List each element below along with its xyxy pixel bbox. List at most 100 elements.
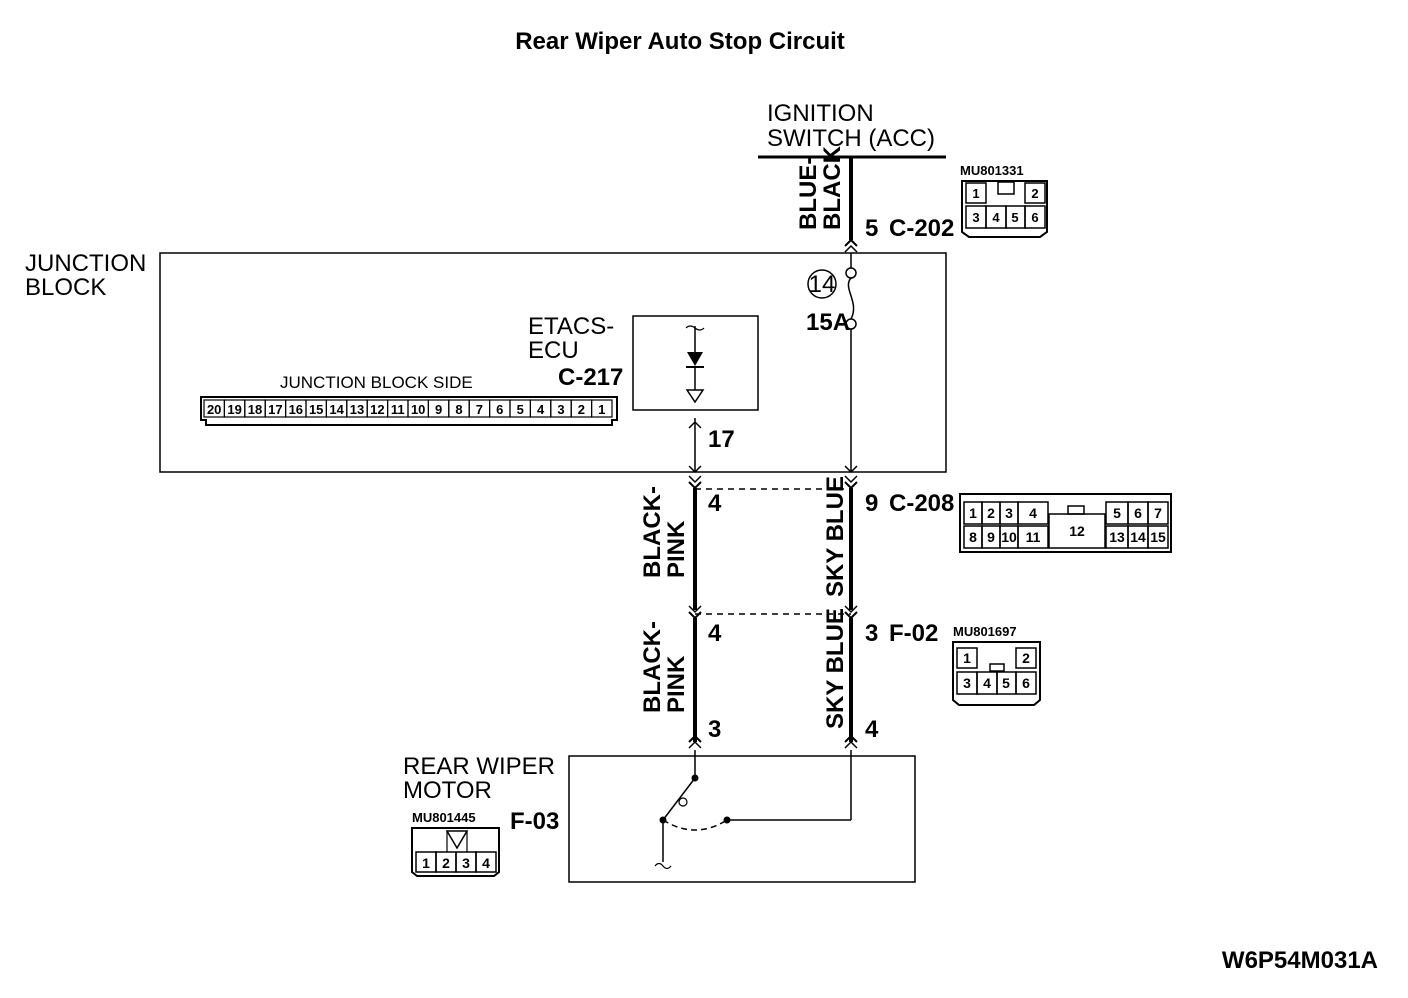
f02-pin-5: 5 xyxy=(1002,675,1010,691)
f03-connector-mark-right xyxy=(844,734,858,743)
f02-connector-face xyxy=(952,641,1041,706)
jb-side-pin: 20 xyxy=(207,402,221,417)
c208-pin: 8 xyxy=(969,529,977,545)
f03-pin-2: 2 xyxy=(442,855,450,871)
jb-side-pin: 19 xyxy=(227,402,241,417)
c208-pin: 7 xyxy=(1154,505,1162,521)
f03-pin-4: 4 xyxy=(482,855,490,871)
c208-left-pin: 4 xyxy=(708,490,722,517)
etacs-label-line2: ECU xyxy=(528,337,579,364)
black-pink-wire-label-lower: BLACK- PINK xyxy=(639,621,690,713)
figure-code: W6P54M031A xyxy=(1222,947,1378,974)
junction-block-outline xyxy=(159,252,947,473)
c208-cell xyxy=(1017,501,1049,525)
c208-pin: 11 xyxy=(1026,529,1041,545)
sky-blue-wire-label-lower: SKY BLUE xyxy=(822,608,849,729)
jb-side-pin: 13 xyxy=(350,402,364,417)
motor-part-number: MU801445 xyxy=(412,810,476,825)
ignition-label-line2: SWITCH (ACC) xyxy=(767,125,935,152)
c202-part-number: MU801331 xyxy=(960,163,1024,178)
jb-side-pin: 3 xyxy=(557,402,564,417)
f02-pin-6: 6 xyxy=(1022,675,1030,691)
c208-pin: 12 xyxy=(1069,523,1085,539)
etacs-pin: 17 xyxy=(708,426,735,453)
f02-pin-3: 3 xyxy=(963,675,971,691)
auto-stop-switch-icon xyxy=(654,750,852,870)
rear-wiper-motor-box xyxy=(568,755,916,883)
jb-side-pin: 9 xyxy=(435,402,442,417)
f02-left-pin: 4 xyxy=(708,620,722,647)
c202-pin-2: 2 xyxy=(1031,186,1038,201)
c208-pin: 3 xyxy=(1005,505,1013,521)
c208-pin: 5 xyxy=(1113,505,1121,521)
f02-right-pin: 3 xyxy=(865,620,878,647)
svg-text:PINK: PINK xyxy=(663,655,690,713)
c208-cell xyxy=(1147,525,1169,549)
svg-text:SKY BLUE: SKY BLUE xyxy=(822,608,849,729)
etacs-diode-icon xyxy=(685,325,705,404)
f02-pin-4: 4 xyxy=(983,675,991,691)
f03-connector-face xyxy=(411,827,500,877)
ignition-label-line1: IGNITION xyxy=(767,100,874,127)
jb-side-cell xyxy=(590,399,613,418)
c202-connector-mark xyxy=(844,238,858,247)
c208-pin: 13 xyxy=(1109,529,1125,545)
c208-cell xyxy=(1147,501,1169,525)
f02-name: F-02 xyxy=(889,620,938,647)
c208-cell xyxy=(1017,525,1049,549)
c208-pin: 9 xyxy=(987,529,995,545)
c202-pin-4: 4 xyxy=(992,210,1000,225)
jb-side-pin: 4 xyxy=(537,402,545,417)
fuse-terminal-top xyxy=(845,267,857,279)
fuse-rating: 15A xyxy=(806,309,850,336)
jb-side-pin: 14 xyxy=(329,402,344,417)
sky-blue-wire-label-upper: SKY BLUE xyxy=(822,476,849,597)
etacs-ecu-box xyxy=(632,315,759,411)
c208-pin: 15 xyxy=(1150,529,1166,545)
diagram-title: Rear Wiper Auto Stop Circuit xyxy=(515,28,845,55)
svg-text:SKY BLUE: SKY BLUE xyxy=(822,476,849,597)
jb-side-pin: 2 xyxy=(578,402,585,417)
jb-side-pin: 12 xyxy=(370,402,384,417)
jb-side-pin: 17 xyxy=(268,402,282,417)
f03-pin-3: 3 xyxy=(462,855,470,871)
jb-side-pin: 15 xyxy=(309,402,323,417)
c202-connector-face xyxy=(961,180,1048,238)
f03-connector-mark-left xyxy=(688,734,702,743)
motor-label-line1: REAR WIPER xyxy=(403,753,555,780)
f02-part-number: MU801697 xyxy=(953,624,1017,639)
etacs-label-line1: ETACS- xyxy=(528,313,614,340)
svg-text:BLACK-: BLACK- xyxy=(639,621,666,713)
jb-side-pin: 1 xyxy=(598,402,605,417)
f03-left-pin: 3 xyxy=(708,716,721,743)
jb-side-pin: 7 xyxy=(476,402,483,417)
junction-block-side-label: JUNCTION BLOCK SIDE xyxy=(280,373,473,392)
blue-black-wire-label: BLUE- BLACK xyxy=(795,145,846,230)
c208-connector-face xyxy=(959,493,1172,553)
jb-side-pin: 6 xyxy=(496,402,503,417)
jb-side-pin: 10 xyxy=(411,402,425,417)
jb-side-pin: 16 xyxy=(289,402,303,417)
c208-pin: 4 xyxy=(1029,505,1037,521)
jb-side-pin: 5 xyxy=(517,402,524,417)
jb-side-pin: 18 xyxy=(248,402,262,417)
c202-pin-3: 3 xyxy=(972,210,979,225)
fuse-number: 14 xyxy=(809,271,836,298)
c208-right-pin: 9 xyxy=(865,490,878,517)
c208-name: C-208 xyxy=(889,490,954,517)
svg-text:BLUE-: BLUE- xyxy=(795,157,822,230)
f03-pin-1: 1 xyxy=(422,855,430,871)
fuse-number-circle xyxy=(807,269,837,299)
f02-pin-1: 1 xyxy=(963,650,971,666)
f03-right-pin: 4 xyxy=(865,716,879,743)
svg-text:BLACK-: BLACK- xyxy=(639,486,666,578)
jb-side-pin: 11 xyxy=(391,402,405,417)
c208-pin: 6 xyxy=(1134,505,1142,521)
svg-text:PINK: PINK xyxy=(663,520,690,578)
junction-block-label-line2: BLOCK xyxy=(25,274,106,301)
c202-pin: 5 xyxy=(865,215,878,242)
c202-pin-1: 1 xyxy=(972,186,979,201)
